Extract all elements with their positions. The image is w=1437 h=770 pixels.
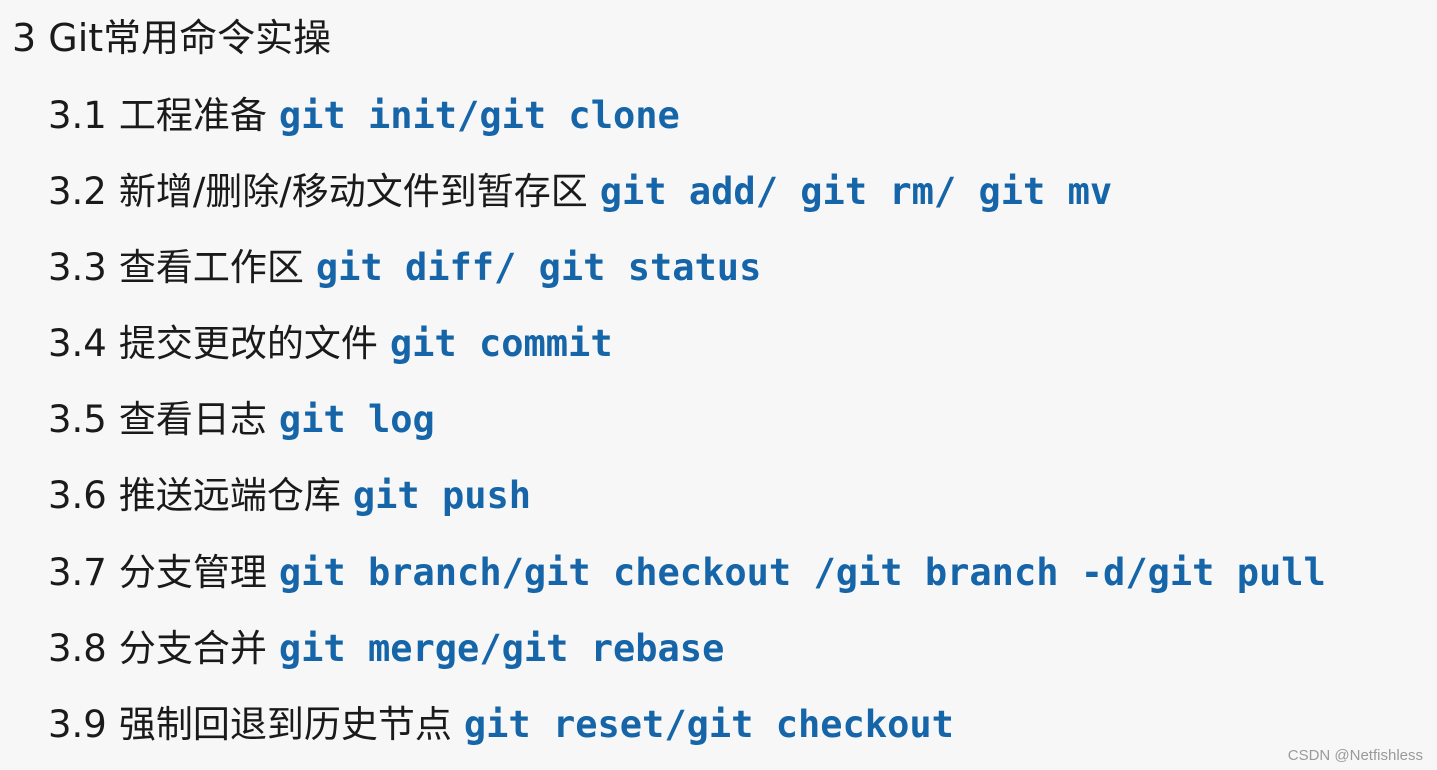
item-command: git log <box>278 398 435 441</box>
item-description: 新增/删除/移动文件到暂存区 <box>118 170 588 213</box>
page-title: 3 Git常用命令实操 <box>12 16 332 60</box>
item-number: 3.3 <box>48 246 107 289</box>
item-command: git commit <box>389 322 613 365</box>
item-number: 3.2 <box>48 170 107 213</box>
item-description: 工程准备 <box>118 94 267 137</box>
list-item: 3.8 分支合并 git merge/git rebase <box>48 619 724 679</box>
item-number: 3.1 <box>48 94 107 137</box>
list-item: 3.5 查看日志 git log <box>48 390 435 450</box>
list-item: 3.7 分支管理 git branch/git checkout /git br… <box>48 543 1326 603</box>
item-number: 3.5 <box>48 398 107 441</box>
list-item: 3.2 新增/删除/移动文件到暂存区 git add/ git rm/ git … <box>48 162 1112 222</box>
list-item: 3.9 强制回退到历史节点 git reset/git checkout <box>48 695 954 755</box>
list-item: 3.4 提交更改的文件 git commit <box>48 314 613 374</box>
item-number: 3.6 <box>48 474 107 517</box>
item-command: git reset/git checkout <box>463 703 954 746</box>
item-number: 3.4 <box>48 322 107 365</box>
item-number: 3.8 <box>48 627 107 670</box>
item-description: 强制回退到历史节点 <box>118 703 452 746</box>
item-number: 3.9 <box>48 703 107 746</box>
watermark: CSDN @Netfishless <box>1287 747 1423 764</box>
item-command: git diff/ git status <box>315 246 762 289</box>
item-description: 分支管理 <box>118 551 267 594</box>
item-command: git merge/git rebase <box>278 627 725 670</box>
item-command: git add/ git rm/ git mv <box>599 170 1113 213</box>
item-command: git push <box>352 474 532 517</box>
item-description: 查看工作区 <box>118 246 304 289</box>
list-item: 3.1 工程准备 git init/git clone <box>48 86 680 146</box>
list-item: 3.6 推送远端仓库 git push <box>48 466 531 526</box>
item-command: git branch/git checkout /git branch -d/g… <box>278 551 1326 594</box>
item-description: 分支合并 <box>118 627 267 670</box>
item-description: 查看日志 <box>118 398 267 441</box>
item-command: git init/git clone <box>278 94 680 137</box>
item-number: 3.7 <box>48 551 107 594</box>
list-item: 3.3 查看工作区 git diff/ git status <box>48 238 761 298</box>
item-description: 推送远端仓库 <box>118 474 341 517</box>
item-description: 提交更改的文件 <box>118 322 378 365</box>
